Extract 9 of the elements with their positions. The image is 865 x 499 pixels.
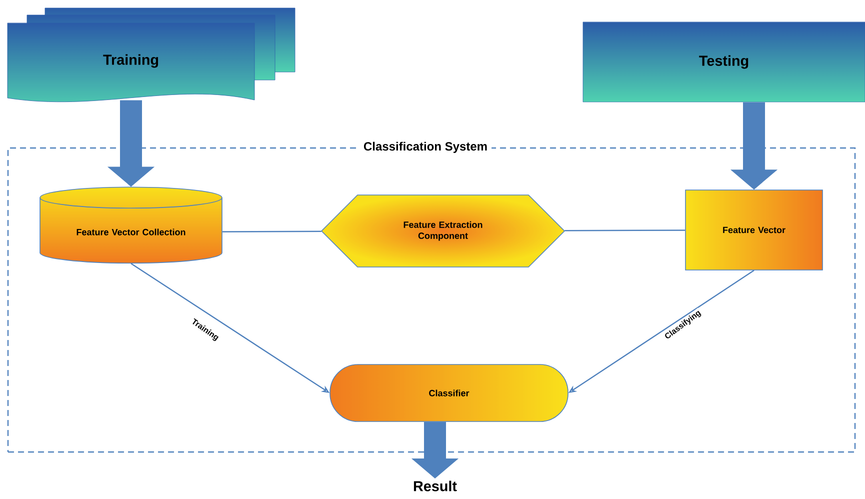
terminal-box: Classifier: [330, 364, 568, 422]
result-label: Result: [414, 480, 457, 492]
connector-line: [222, 230, 322, 232]
banner-box: Testing: [582, 22, 865, 102]
database-cylinder: Feature Vector Collection: [40, 186, 222, 264]
process-hexagon: Feature Extraction Component: [320, 194, 566, 268]
document-stack: Training: [7, 8, 296, 102]
connector-line: [564, 230, 686, 232]
process-box: Feature Vector: [685, 190, 823, 270]
